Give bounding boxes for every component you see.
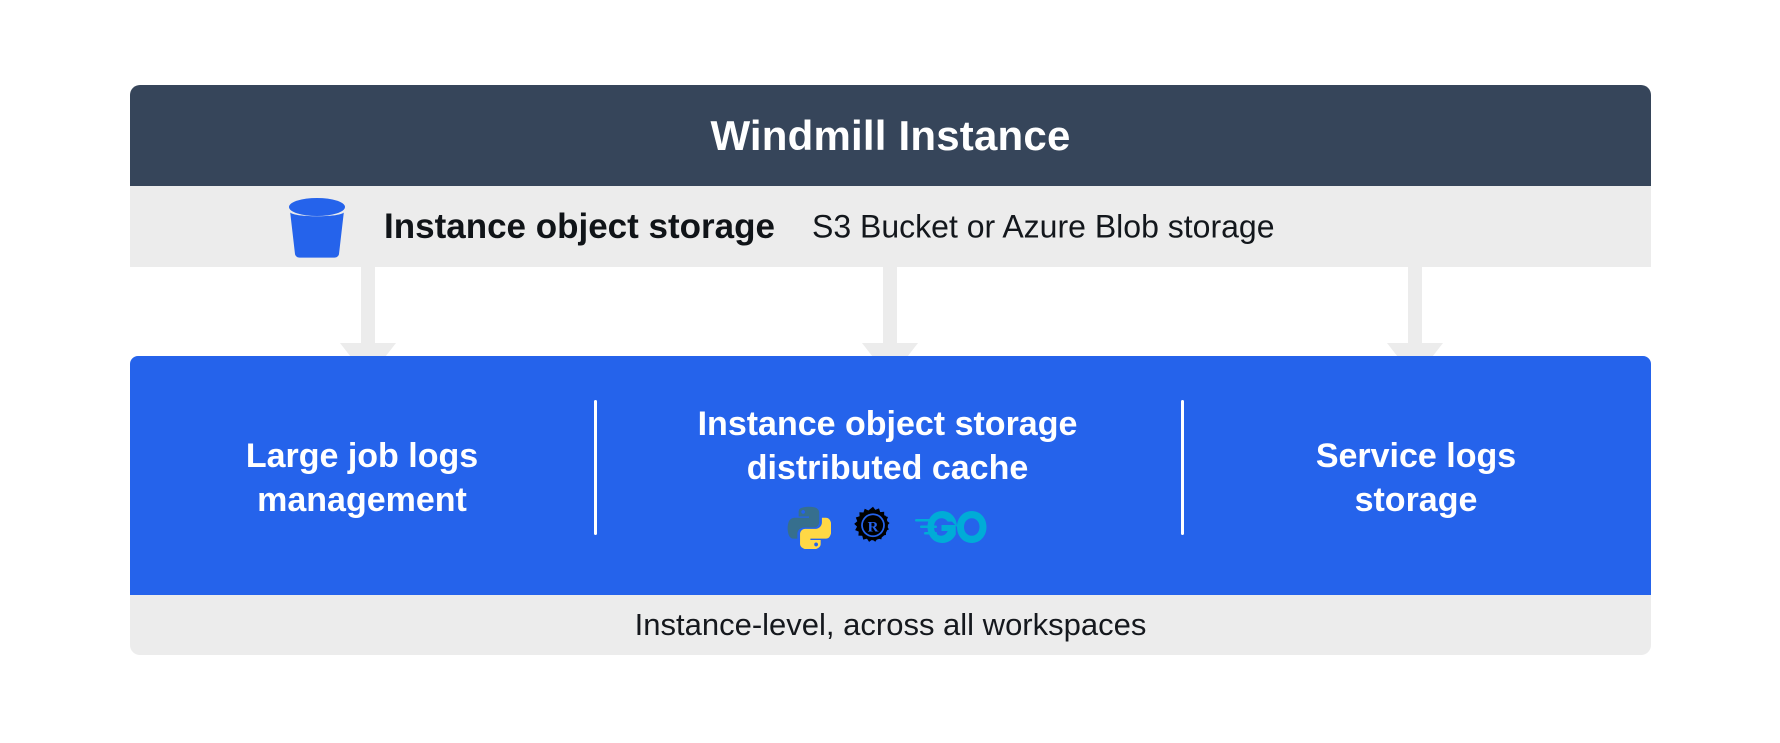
feature-title-distributed-cache: Instance object storage distributed cach… (697, 404, 1078, 487)
header-bar: Windmill Instance (130, 85, 1651, 186)
feature-column-service-logs: Service logs storage (1181, 356, 1651, 595)
footer-band: Instance-level, across all workspaces (130, 595, 1651, 655)
instance-object-storage-label: Instance object storage (384, 206, 775, 246)
column-divider-2 (1181, 400, 1184, 535)
go-icon (914, 510, 989, 549)
python-icon (787, 505, 832, 554)
bucket-icon (285, 196, 349, 258)
instance-object-storage-band: Instance object storage S3 Bucket or Azu… (130, 186, 1651, 267)
windmill-instance-diagram: Windmill Instance Instance object storag… (130, 85, 1651, 655)
footer-caption: Instance-level, across all workspaces (634, 607, 1147, 642)
feature-title-service-logs: Service logs storage (1315, 436, 1517, 519)
feature-title-large-job-logs: Large job logs management (245, 436, 479, 519)
feature-panel: Large job logs management Instance objec… (130, 356, 1651, 595)
feature-column-large-job-logs: Large job logs management (130, 356, 594, 595)
column-divider-1 (594, 400, 597, 535)
svg-text:R: R (867, 519, 878, 535)
feature-column-distributed-cache: Instance object storage distributed cach… (594, 356, 1181, 595)
language-icons-row: R (787, 504, 989, 554)
instance-object-storage-sublabel: S3 Bucket or Azure Blob storage (812, 208, 1275, 244)
rust-icon: R (851, 505, 895, 554)
page-title: Windmill Instance (710, 111, 1071, 159)
